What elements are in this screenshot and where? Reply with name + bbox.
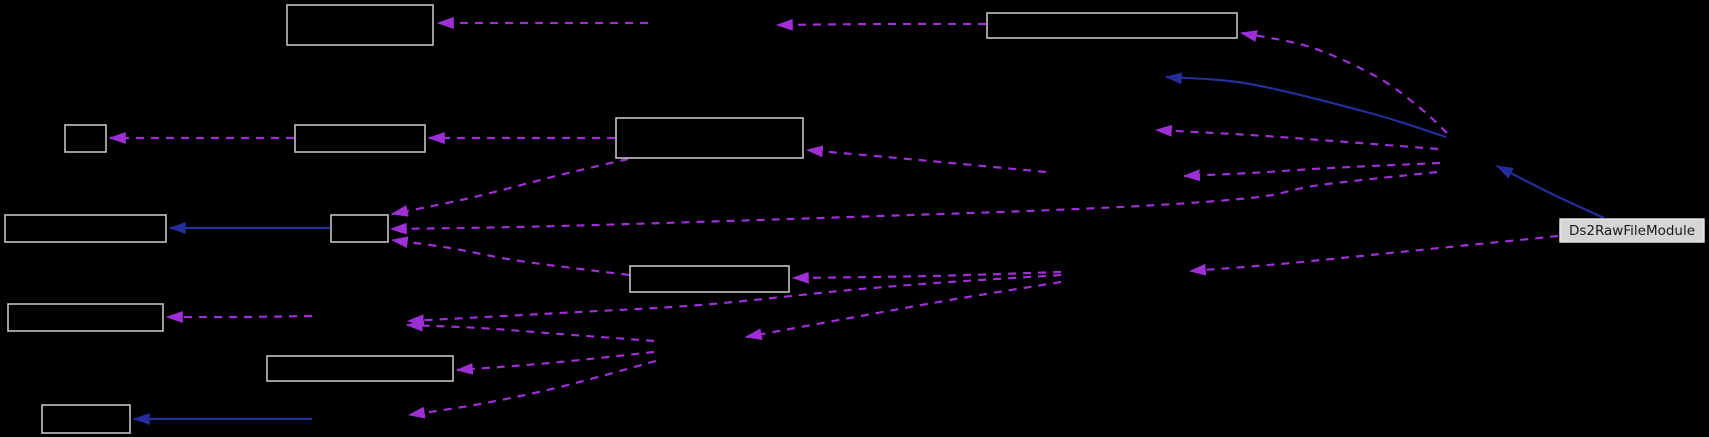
edge-hidden-z-to-hidden-w2 — [407, 359, 657, 419]
edge-box-top-middle-to-hidden-top — [775, 18, 987, 31]
node-box-row2-small[interactable] — [64, 124, 107, 153]
node-box-row3-small[interactable] — [330, 214, 389, 243]
edge-hidden-hub-to-hidden-y — [1182, 161, 1441, 182]
node-box-row2-left[interactable] — [294, 124, 426, 153]
edge-hidden-y-to-box-row2-middle — [805, 145, 1047, 174]
node-box-row5-middle[interactable] — [266, 355, 454, 382]
node-box-top-middle[interactable] — [986, 12, 1238, 39]
node-box-row4-left[interactable] — [7, 303, 164, 332]
node-box-bottom-left[interactable] — [41, 404, 131, 434]
edge-box-row2-middle-to-box-row3-small — [390, 157, 629, 217]
node-main[interactable] — [1559, 218, 1705, 243]
edge-hidden-x-to-hidden-z — [744, 280, 1062, 340]
edge-hidden-x-to-hidden-w1 — [406, 273, 1062, 327]
edge-hidden-hub-to-hidden-blue-mid — [1164, 72, 1447, 139]
edge-hidden-x-to-box-row3-middle — [791, 270, 1062, 284]
node-box-row3-left[interactable] — [4, 214, 167, 243]
edge-box-row3-middle-to-box-row3-small — [390, 236, 630, 277]
edge-hidden-w1-to-box-row4-left — [165, 311, 313, 323]
edge-hidden-z-to-hidden-w1 — [405, 319, 655, 343]
edge-main-to-hidden-x — [1188, 234, 1559, 276]
edge-hidden-z-to-box-row5-middle — [455, 350, 655, 375]
node-box-top-left[interactable] — [286, 4, 434, 46]
node-box-row2-middle[interactable] — [615, 117, 804, 159]
edge-main-to-hidden-hub — [1495, 165, 1605, 219]
node-box-row3-middle[interactable] — [629, 265, 790, 293]
edge-hidden-hub-to-hidden-usage-mid — [1154, 124, 1439, 151]
main-node-label: Ds2RawFileModule — [1569, 223, 1695, 239]
